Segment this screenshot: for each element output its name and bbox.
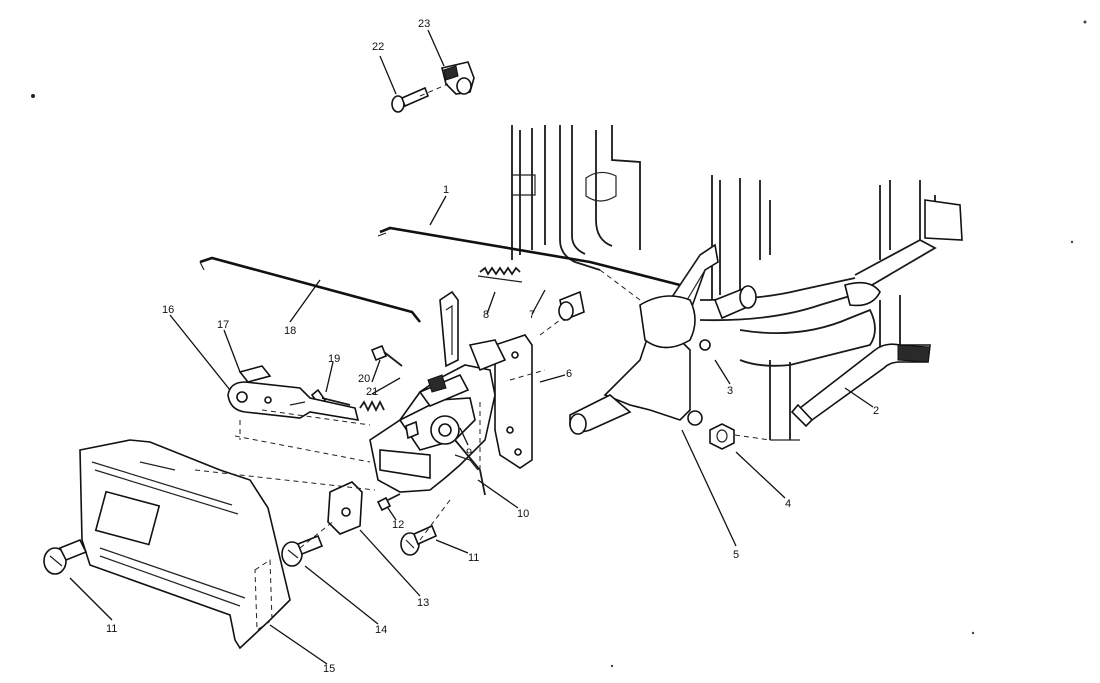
callouts: 1 2 3 4 5 6 7 8 9 10 11 11 12 13 14 15 1… [106, 18, 879, 675]
callout-15: 15 [323, 663, 335, 675]
callout-13: 13 [417, 597, 429, 609]
bracket-5 [569, 243, 719, 435]
callout-7: 7 [529, 309, 535, 321]
callout-18: 18 [284, 325, 296, 337]
alignment-lines [194, 83, 771, 549]
bolt-20 [370, 344, 403, 367]
callout-9: 9 [466, 447, 472, 459]
scan-speckles [31, 20, 1087, 668]
engine-block [511, 125, 963, 441]
screw-12 [376, 493, 401, 512]
screw-14 [281, 534, 324, 567]
control-plate-6 [439, 290, 533, 469]
callout-21: 21 [366, 386, 378, 398]
lever-16 [227, 365, 360, 421]
spring-8 [477, 266, 523, 283]
rod-18 [199, 256, 422, 323]
callout-14: 14 [375, 624, 387, 636]
callout-11-middle: 11 [468, 552, 479, 564]
part-22-screw [391, 86, 430, 113]
part-7-bushing [558, 290, 585, 322]
part-4-nut [709, 423, 735, 450]
callout-20: 20 [358, 373, 370, 385]
screw-11-middle [400, 524, 438, 556]
callout-5: 5 [733, 549, 739, 561]
cover-plate-15 [79, 439, 291, 650]
clip-13 [327, 481, 363, 535]
callout-11-left: 11 [106, 623, 117, 635]
callout-10: 10 [517, 508, 529, 520]
callout-16: 16 [162, 304, 174, 316]
callout-4: 4 [785, 498, 791, 510]
leader-lines [69, 29, 874, 665]
callout-19: 19 [328, 353, 340, 365]
callout-3: 3 [727, 385, 733, 397]
callout-1: 1 [443, 184, 449, 196]
part-23-clamp [441, 61, 475, 95]
callout-22: 22 [372, 41, 384, 53]
callout-2: 2 [873, 405, 879, 417]
governor-lever-2 [790, 343, 931, 428]
callout-12: 12 [392, 519, 404, 531]
callout-6: 6 [566, 368, 572, 380]
callout-23: 23 [418, 18, 430, 30]
callout-17: 17 [217, 319, 229, 331]
rod-1 [377, 226, 681, 287]
central-mechanism [359, 339, 507, 496]
screw-11-left [43, 538, 88, 575]
callout-8: 8 [483, 309, 489, 321]
part-3-roller [699, 285, 757, 351]
